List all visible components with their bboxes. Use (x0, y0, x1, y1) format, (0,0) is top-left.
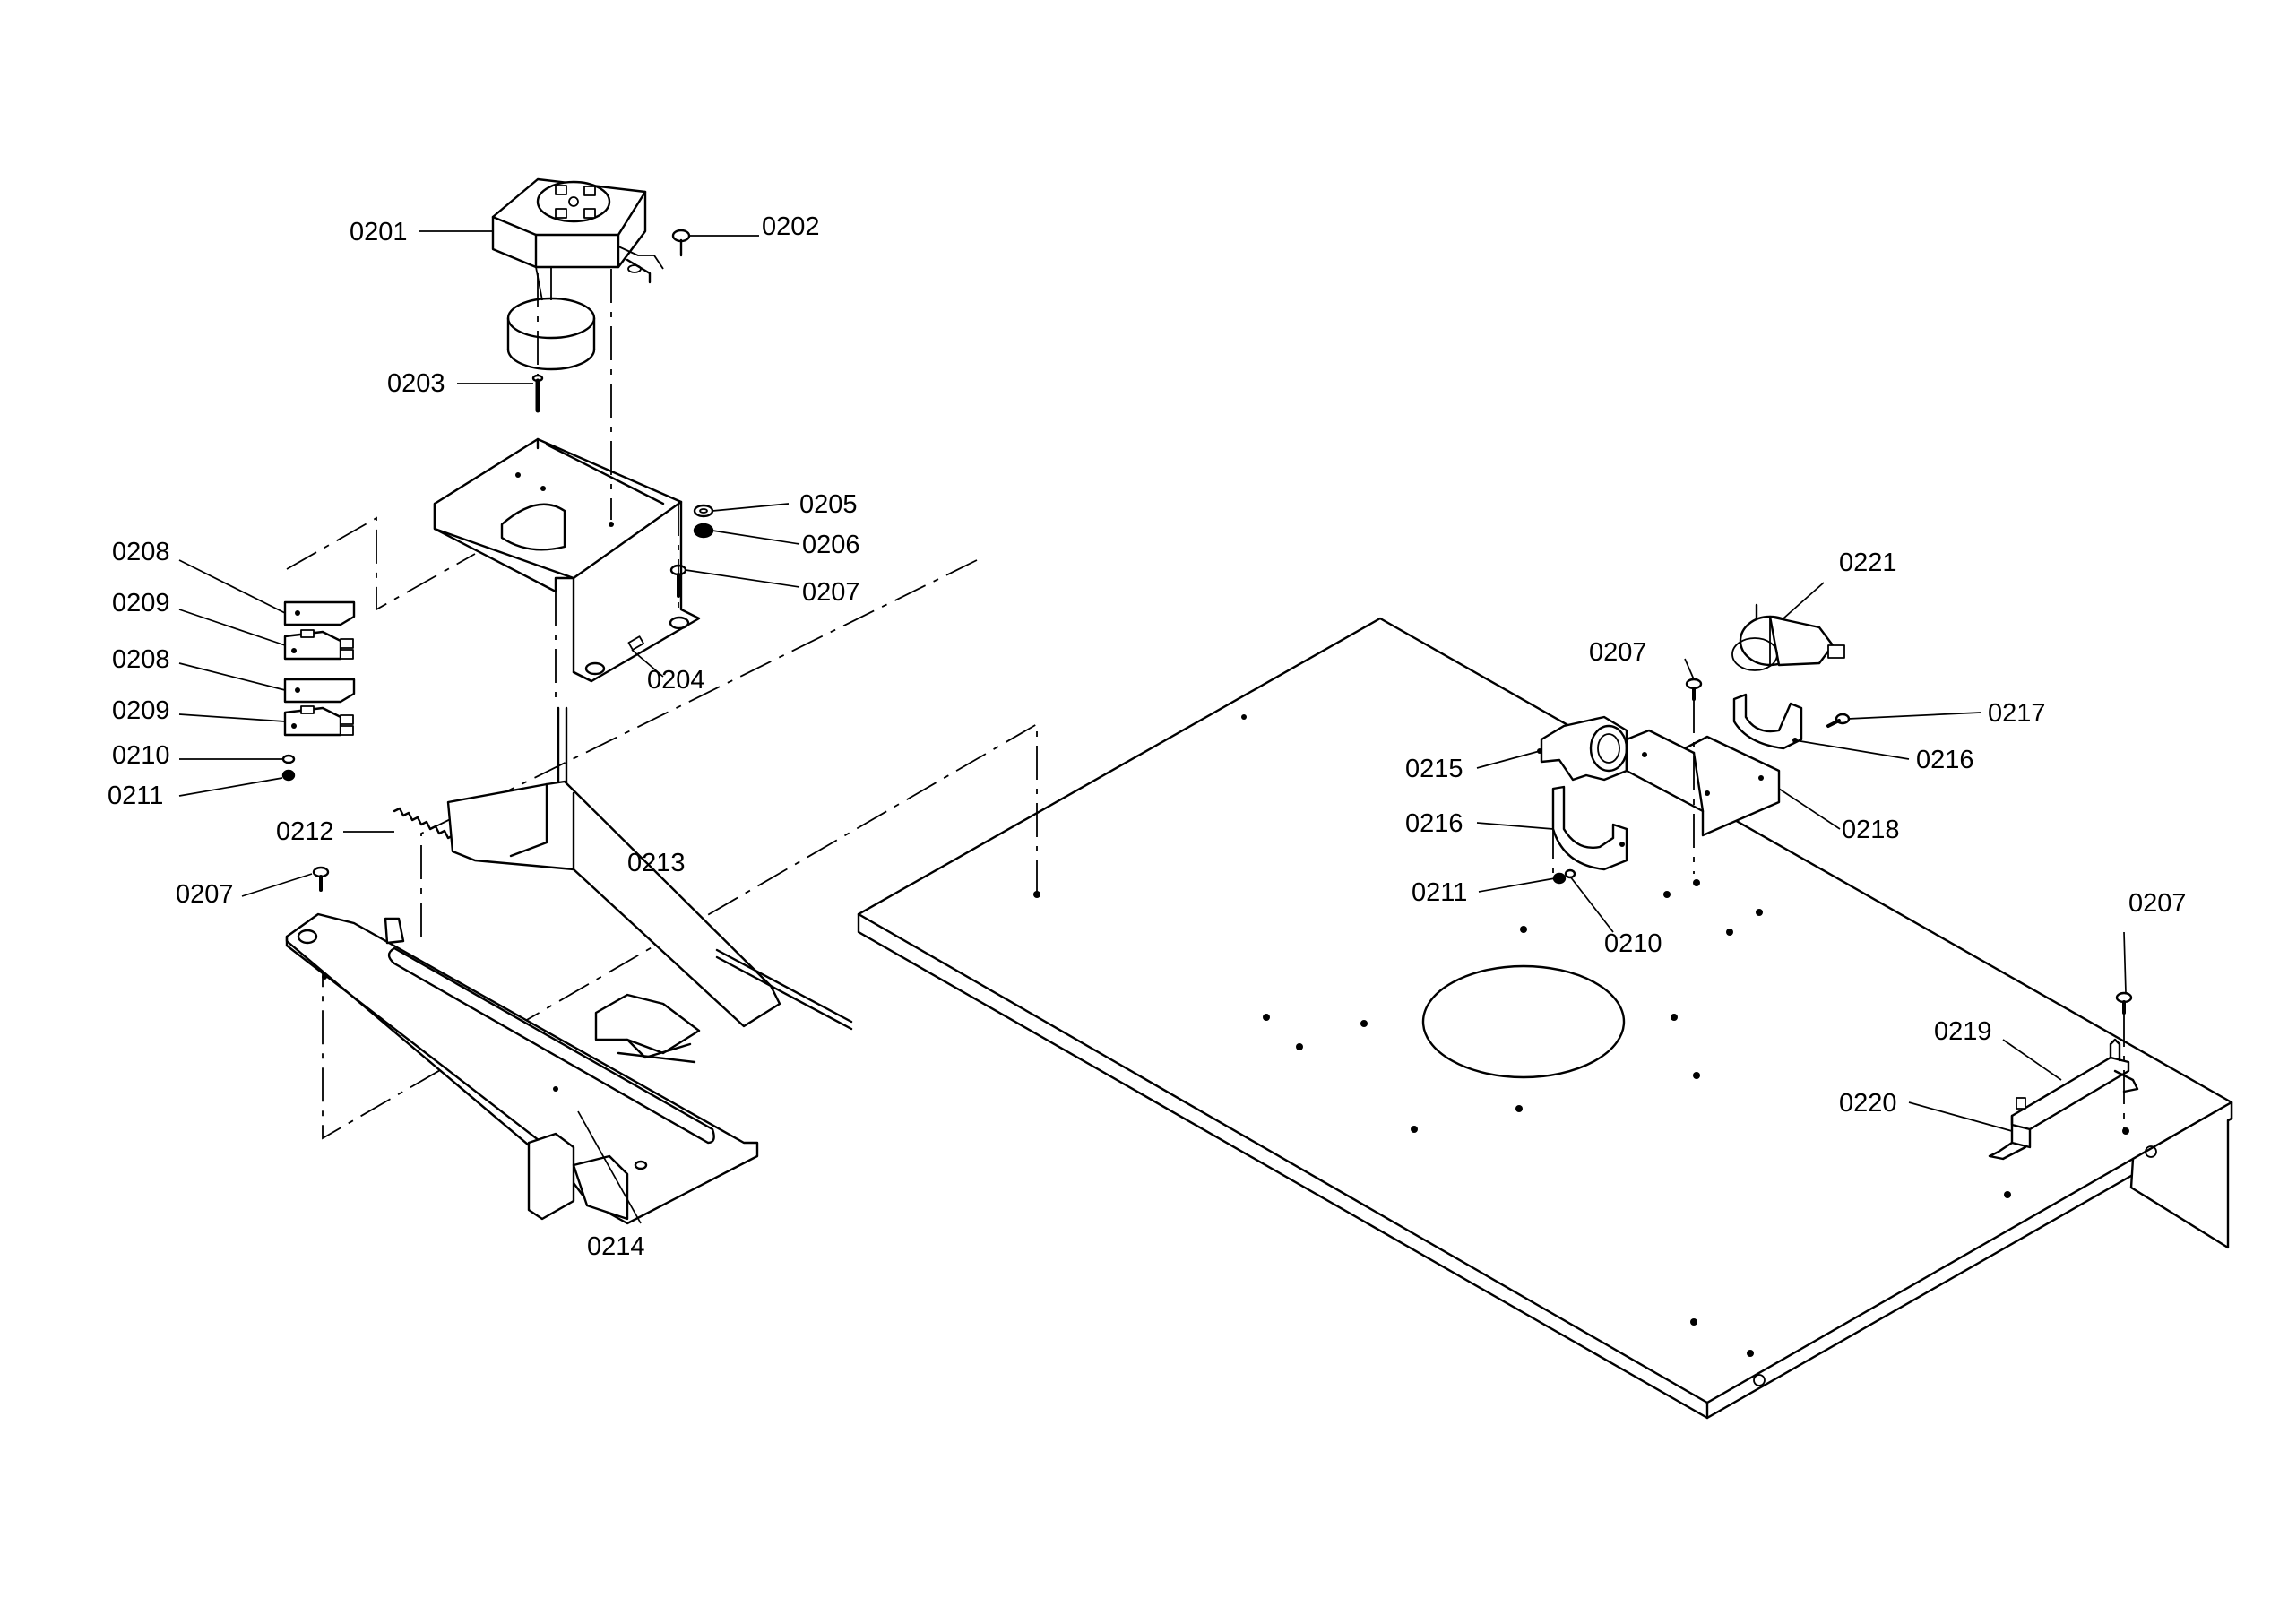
actuator-arm-0213 (446, 706, 853, 1064)
base-plate (857, 617, 2233, 1420)
clamp-0216-right (1732, 693, 1803, 750)
label-0207-bracket: 0207 (802, 578, 860, 607)
label-0217: 0217 (1988, 699, 2046, 728)
label-0208-lower: 0208 (112, 645, 170, 674)
label-0218: 0218 (1842, 816, 1900, 844)
label-0210-right: 0210 (1604, 929, 1662, 958)
label-0221: 0221 (1839, 549, 1897, 577)
motor-0201 (491, 177, 664, 371)
plate-opening (1421, 964, 1626, 1079)
microswitch-0209-lower (283, 705, 354, 737)
switch-plate-0208-upper (283, 600, 356, 626)
label-0212: 0212 (276, 817, 334, 846)
label-0207-left: 0207 (176, 880, 234, 909)
label-0216-left: 0216 (1405, 809, 1463, 838)
label-0211-left: 0211 (108, 782, 163, 810)
switch-plate-0208-lower (283, 678, 356, 704)
label-0207-thermostat: 0207 (1589, 638, 1647, 667)
nut-0206 (693, 523, 714, 539)
label-0206: 0206 (802, 531, 860, 559)
bracket-0219 (1988, 1038, 2139, 1161)
label-0204: 0204 (647, 666, 705, 695)
clamp-0216-left (1551, 785, 1628, 871)
nut-0211-right (1552, 872, 1567, 885)
screw-0207-thermostat (1685, 678, 1703, 701)
screw-0202 (671, 229, 691, 257)
label-0208-upper: 0208 (112, 538, 170, 566)
bracket-0218 (1625, 729, 1781, 837)
label-0213: 0213 (627, 849, 686, 877)
slide-bracket-0214 (285, 912, 759, 1225)
washer-0205 (693, 504, 714, 518)
label-0215: 0215 (1405, 755, 1463, 783)
label-0202: 0202 (762, 212, 820, 241)
screw-0217 (1826, 713, 1851, 728)
washer-0210-left (281, 754, 296, 764)
label-0216-right: 0216 (1916, 746, 1974, 774)
thermostat-0215 (1537, 715, 1628, 782)
screw-0207-bracket-right (2115, 991, 2133, 1015)
label-0203: 0203 (387, 369, 445, 398)
label-0201: 0201 (350, 218, 408, 246)
label-0205: 0205 (799, 490, 858, 519)
label-0207-right: 0207 (2128, 889, 2187, 918)
microswitch-0209-upper (283, 629, 354, 661)
screw-0203 (531, 374, 544, 413)
label-0209-upper: 0209 (112, 589, 170, 618)
label-0219: 0219 (1934, 1017, 1992, 1046)
label-0211-right: 0211 (1412, 878, 1467, 907)
motor-bracket-0204 (433, 437, 701, 683)
alignment-line-bracket (420, 559, 978, 937)
screw-0207-bracket-left (312, 866, 330, 892)
label-0210-left: 0210 (112, 741, 170, 770)
label-0220: 0220 (1839, 1089, 1897, 1118)
label-0209-lower: 0209 (112, 696, 170, 725)
thermostat-0221 (1731, 603, 1845, 671)
leader-lines (178, 230, 2127, 1224)
nut-0211-left (281, 769, 296, 782)
label-0214: 0214 (587, 1232, 645, 1261)
